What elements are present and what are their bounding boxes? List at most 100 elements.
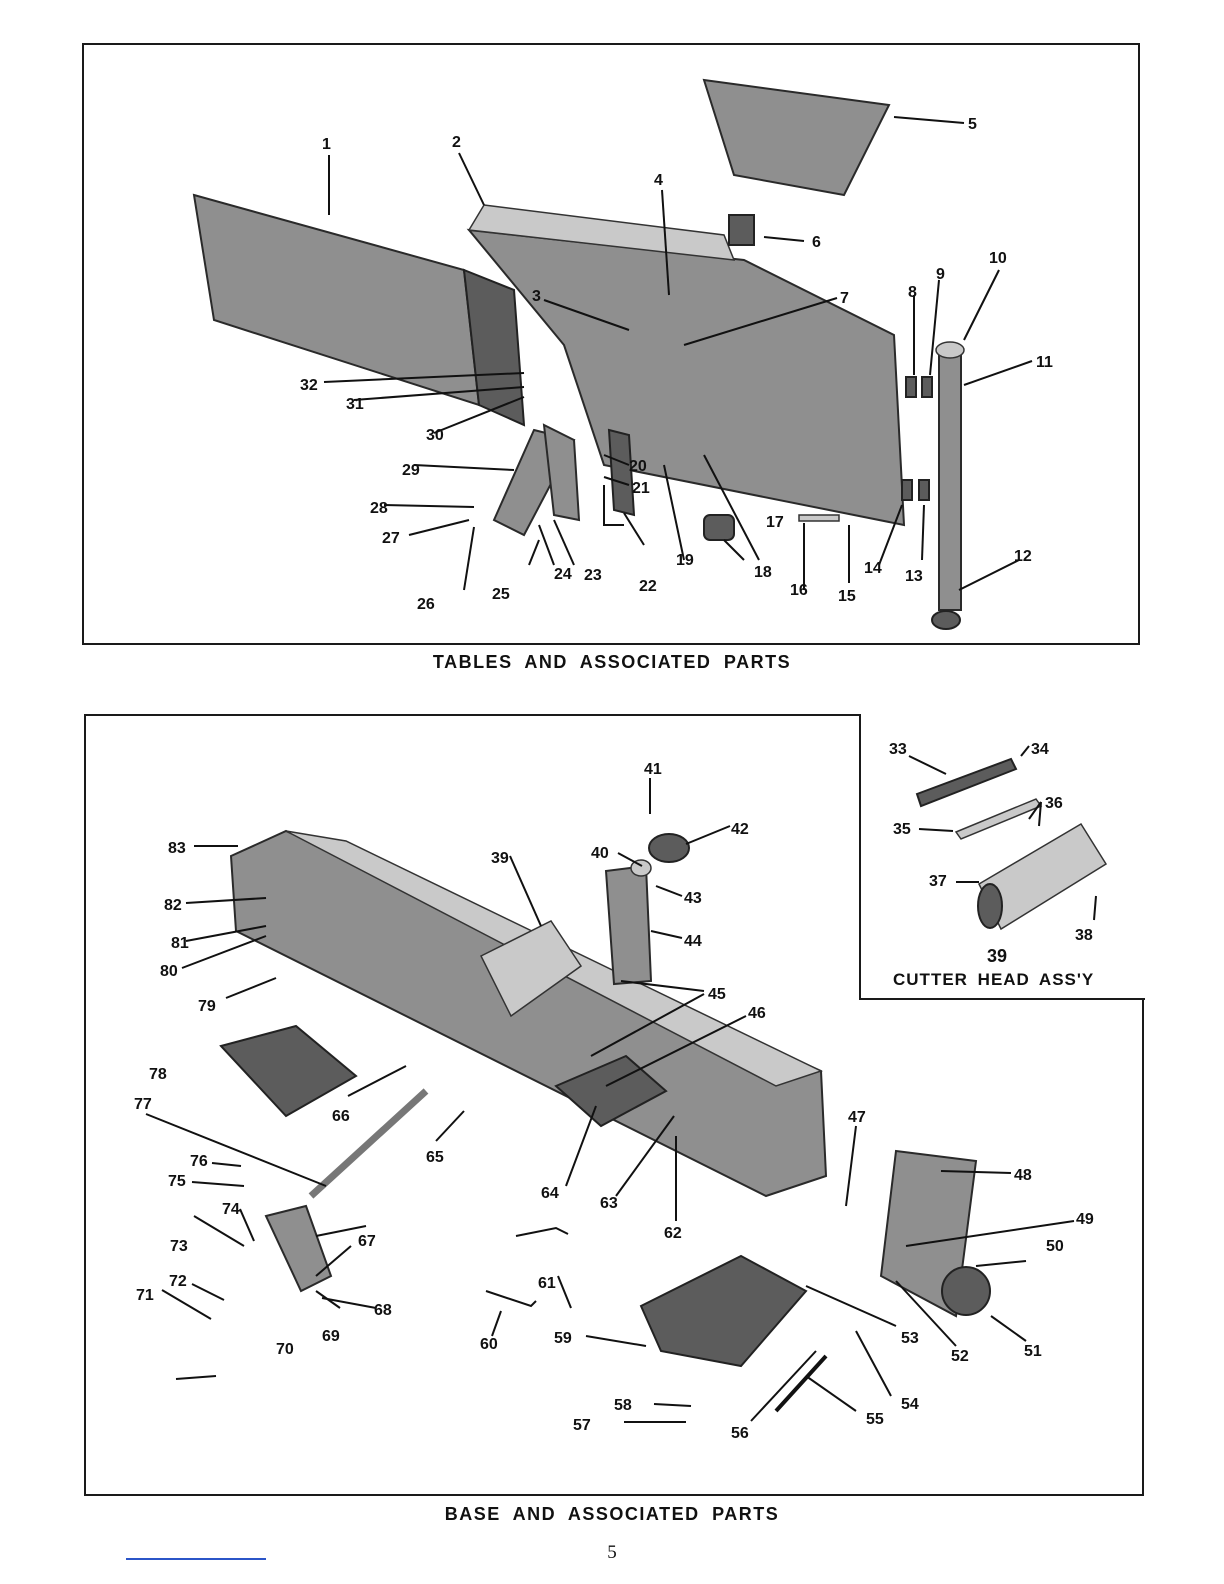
callout-68: 68 bbox=[374, 1302, 392, 1319]
callout-15: 15 bbox=[838, 588, 856, 605]
callout-2: 2 bbox=[452, 134, 461, 151]
callout-25: 25 bbox=[492, 586, 510, 603]
callout-38: 38 bbox=[1075, 927, 1093, 944]
part-main-table bbox=[466, 228, 906, 527]
cutter-head-diagram: 33 34 35 36 37 38 bbox=[889, 741, 1108, 944]
callout-40: 40 bbox=[591, 845, 609, 862]
inset-title: CUTTER HEAD ASS'Y bbox=[893, 970, 1095, 989]
callout-41: 41 bbox=[644, 761, 662, 778]
callout-64: 64 bbox=[541, 1185, 559, 1202]
callout-77: 77 bbox=[134, 1096, 152, 1113]
callout-31: 31 bbox=[346, 396, 364, 413]
callout-30: 30 bbox=[426, 427, 444, 444]
callout-55: 55 bbox=[866, 1411, 884, 1428]
callout-43: 43 bbox=[684, 890, 702, 907]
callout-5: 5 bbox=[968, 116, 977, 133]
callout-59: 59 bbox=[554, 1330, 572, 1347]
callout-24: 24 bbox=[554, 566, 572, 583]
callout-69: 69 bbox=[322, 1328, 340, 1345]
callout-71: 71 bbox=[136, 1287, 154, 1304]
callout-70: 70 bbox=[276, 1341, 294, 1358]
callout-57: 57 bbox=[573, 1417, 591, 1434]
callout-79: 79 bbox=[198, 998, 216, 1015]
callout-14: 14 bbox=[864, 560, 882, 577]
callout-76: 76 bbox=[190, 1153, 208, 1170]
callout-73: 73 bbox=[170, 1238, 188, 1255]
callout-74: 74 bbox=[222, 1201, 240, 1218]
callout-46: 46 bbox=[748, 1005, 766, 1022]
callout-37: 37 bbox=[929, 873, 947, 890]
callout-51: 51 bbox=[1024, 1343, 1042, 1360]
callout-6: 6 bbox=[812, 234, 821, 251]
callout-13: 13 bbox=[905, 568, 923, 585]
callout-75: 75 bbox=[168, 1173, 186, 1190]
callout-82: 82 bbox=[164, 897, 182, 914]
callout-17: 17 bbox=[766, 514, 784, 531]
callout-50: 50 bbox=[1046, 1238, 1064, 1255]
callout-72: 72 bbox=[169, 1273, 187, 1290]
callout-58: 58 bbox=[614, 1397, 632, 1414]
callout-45: 45 bbox=[708, 986, 726, 1003]
tables-figure-panel: 1 2 3 4 5 6 7 8 9 10 11 12 13 14 15 16 1… bbox=[82, 43, 1140, 645]
callout-36: 36 bbox=[1045, 795, 1063, 812]
part-cover bbox=[639, 1254, 808, 1368]
callout-21: 21 bbox=[632, 480, 650, 497]
part-base bbox=[229, 829, 828, 1198]
tables-exploded-diagram: 1 2 3 4 5 6 7 8 9 10 11 12 13 14 15 16 1… bbox=[192, 78, 1053, 630]
base-exploded-diagram: 39 40 41 42 43 44 45 46 47 48 49 50 51 5… bbox=[134, 761, 1094, 1442]
callout-63: 63 bbox=[600, 1195, 618, 1212]
callout-16: 16 bbox=[790, 582, 808, 599]
callout-35: 35 bbox=[893, 821, 911, 838]
part-left-table bbox=[192, 193, 481, 407]
callout-32: 32 bbox=[300, 377, 318, 394]
callout-80: 80 bbox=[160, 963, 178, 980]
part-blade bbox=[915, 757, 1018, 808]
part-column bbox=[938, 349, 962, 611]
callout-4: 4 bbox=[654, 172, 663, 189]
base-figure-panel: 39 40 41 42 43 44 45 46 47 48 49 50 51 5… bbox=[84, 714, 1145, 1496]
callout-11: 11 bbox=[1036, 354, 1053, 371]
callout-34: 34 bbox=[1031, 741, 1049, 758]
callout-1: 1 bbox=[322, 136, 331, 153]
callout-44: 44 bbox=[684, 933, 702, 950]
callout-12: 12 bbox=[1014, 548, 1032, 565]
part-knob bbox=[941, 1266, 991, 1316]
callout-26: 26 bbox=[417, 596, 435, 613]
tables-figure-caption: TABLES AND ASSOCIATED PARTS bbox=[432, 652, 792, 672]
callout-42: 42 bbox=[731, 821, 749, 838]
callout-49: 49 bbox=[1076, 1211, 1094, 1228]
part-pulley bbox=[648, 833, 690, 863]
inset-assembly-number: 39 bbox=[987, 946, 1008, 966]
callout-65: 65 bbox=[426, 1149, 444, 1166]
part-gib bbox=[954, 798, 1043, 840]
callout-60: 60 bbox=[480, 1336, 498, 1353]
callout-23: 23 bbox=[584, 567, 602, 584]
callout-7: 7 bbox=[840, 290, 849, 307]
footer-rule bbox=[126, 1558, 266, 1560]
callout-54: 54 bbox=[901, 1396, 919, 1413]
callout-29: 29 bbox=[402, 462, 420, 479]
callout-18: 18 bbox=[754, 564, 772, 581]
callout-8: 8 bbox=[908, 284, 917, 301]
callout-27: 27 bbox=[382, 530, 400, 547]
page-number: 5 bbox=[607, 1542, 617, 1563]
callout-66: 66 bbox=[332, 1108, 350, 1125]
callout-53: 53 bbox=[901, 1330, 919, 1347]
callout-78: 78 bbox=[149, 1066, 167, 1083]
callout-83: 83 bbox=[168, 840, 186, 857]
callout-56: 56 bbox=[731, 1425, 749, 1442]
callout-22: 22 bbox=[639, 578, 657, 595]
cutter-head-inset: 33 34 35 36 37 38 39 CUTTER HEAD ASS'Y bbox=[859, 714, 1145, 1000]
callout-10: 10 bbox=[989, 250, 1007, 267]
callout-81: 81 bbox=[171, 935, 189, 952]
part-fence bbox=[702, 78, 891, 197]
callout-19: 19 bbox=[676, 552, 694, 569]
callout-62: 62 bbox=[664, 1225, 682, 1242]
callout-33: 33 bbox=[889, 741, 907, 758]
callout-67: 67 bbox=[358, 1233, 376, 1250]
part-cutter-head-in-base bbox=[479, 920, 583, 1018]
callout-39: 39 bbox=[491, 850, 509, 867]
callout-47: 47 bbox=[848, 1109, 866, 1126]
callout-52: 52 bbox=[951, 1348, 969, 1365]
callout-9: 9 bbox=[936, 266, 945, 283]
